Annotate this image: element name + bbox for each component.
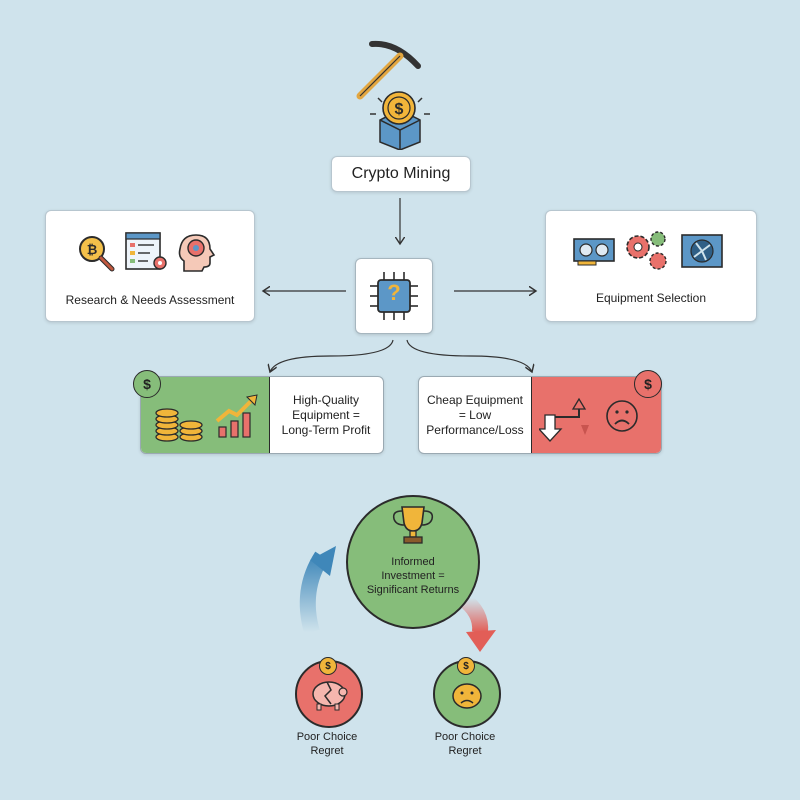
bad-outcome-dollar-badge: $ bbox=[634, 370, 662, 398]
good-outcome-line1: High-Quality bbox=[292, 393, 360, 407]
left-regret-line2: Regret bbox=[310, 745, 344, 757]
invest-line2: Investment = bbox=[381, 570, 445, 582]
good-outcome-dollar-badge: $ bbox=[133, 370, 161, 398]
svg-text:$: $ bbox=[395, 101, 404, 118]
red-arrowhead bbox=[466, 630, 496, 652]
good-outcome-line3: Long-Term Profit bbox=[281, 423, 371, 437]
down-up-arrows-icon bbox=[539, 397, 589, 442]
decision-chip: ? bbox=[355, 258, 433, 334]
research-card: ₿ Research & Needs Assessment bbox=[45, 210, 255, 322]
sad-piggy-icon bbox=[452, 683, 482, 709]
growth-chart-icon bbox=[215, 394, 258, 438]
sad-face-icon bbox=[606, 400, 638, 432]
coin-stack-icon bbox=[155, 408, 203, 442]
equipment-label: Equipment Selection bbox=[595, 291, 707, 305]
head-gear-icon bbox=[178, 234, 216, 272]
left-regret-label: Poor Choice Regret bbox=[282, 730, 372, 758]
arrow-center-to-good bbox=[270, 339, 394, 372]
bad-outcome-line3: Performance/Loss bbox=[426, 423, 524, 437]
right-regret-dollar-badge: $ bbox=[457, 657, 475, 675]
blue-arrowhead bbox=[310, 546, 336, 576]
checklist-gear-icon bbox=[125, 232, 167, 270]
svg-text:₿: ₿ bbox=[87, 242, 98, 257]
right-regret-line1: Poor Choice bbox=[434, 731, 496, 743]
good-outcome-card: High-Quality Equipment = Long-Term Profi… bbox=[140, 376, 384, 454]
arrow-center-to-bad bbox=[406, 339, 532, 372]
broken-piggy-bank-icon bbox=[312, 681, 348, 711]
trophy-icon bbox=[392, 506, 434, 544]
gpu-card-icon bbox=[573, 238, 615, 266]
right-regret-line2: Regret bbox=[448, 745, 482, 757]
good-outcome-text: High-Quality Equipment = Long-Term Profi… bbox=[269, 393, 383, 438]
bad-outcome-line1: Cheap Equipment bbox=[426, 393, 524, 407]
page-title: Crypto Mining bbox=[351, 165, 451, 182]
title-box: Crypto Mining bbox=[331, 156, 471, 192]
invest-text: Informed Investment = Significant Return… bbox=[348, 555, 478, 597]
left-regret-line1: Poor Choice bbox=[296, 731, 358, 743]
bad-outcome-card: Cheap Equipment = Low Performance/Loss bbox=[418, 376, 662, 454]
research-label: Research & Needs Assessment bbox=[65, 293, 235, 307]
good-outcome-line2: Equipment = bbox=[292, 408, 360, 422]
right-regret-label: Poor Choice Regret bbox=[420, 730, 510, 758]
chip-question-mark: ? bbox=[387, 280, 401, 305]
fan-board-icon bbox=[681, 234, 723, 268]
magnifier-bitcoin-icon: ₿ bbox=[79, 236, 115, 272]
invest-line3: Significant Returns bbox=[366, 584, 460, 596]
coin-icon: $ bbox=[382, 91, 416, 125]
bad-outcome-line2: = Low bbox=[458, 408, 492, 422]
gears-icon bbox=[626, 231, 667, 270]
invest-line1: Informed bbox=[391, 556, 435, 568]
bad-outcome-text: Cheap Equipment = Low Performance/Loss bbox=[419, 393, 531, 438]
equipment-card: Equipment Selection bbox=[545, 210, 757, 322]
chip-question-icon bbox=[370, 272, 418, 320]
informed-investment-circle: Informed Investment = Significant Return… bbox=[346, 495, 480, 629]
left-regret-dollar-badge: $ bbox=[319, 657, 337, 675]
